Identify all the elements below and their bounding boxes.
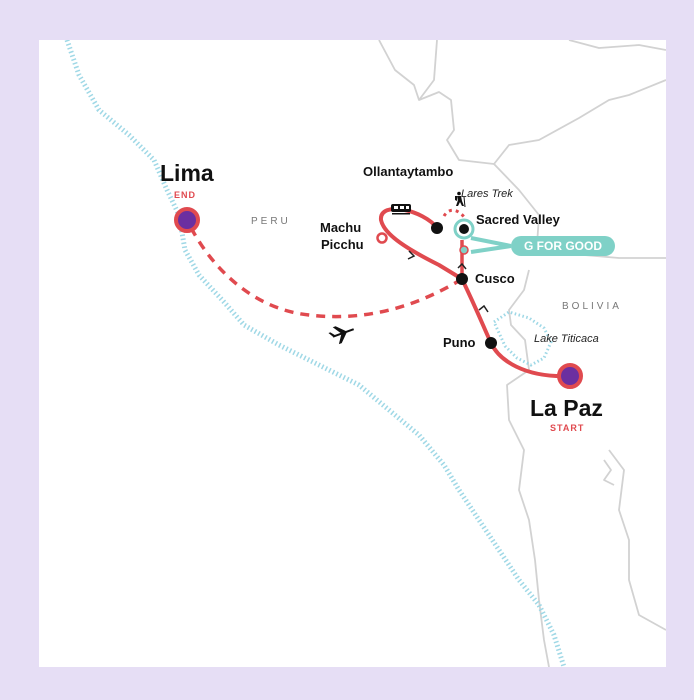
flight-route <box>185 219 463 319</box>
ollantaytambo-marker <box>431 222 443 234</box>
cusco-label: Cusco <box>475 271 515 286</box>
ollantaytambo-label: Ollantaytambo <box>363 164 454 179</box>
direction-arrow <box>457 262 467 270</box>
puno-label: Puno <box>443 335 476 350</box>
la-paz-marker <box>557 363 583 389</box>
lake-titicaca-label: Lake Titicaca <box>534 333 599 345</box>
coastline <box>64 40 567 667</box>
airplane-icon <box>328 326 355 345</box>
sacred-valley-label: Sacred Valley <box>476 212 560 227</box>
la-paz-start-tag: START <box>550 423 585 433</box>
la-paz-label: La Paz <box>530 395 603 421</box>
peru-label: PERU <box>251 216 291 227</box>
map-frame: Lima END La Paz START Cusco Puno Machu P… <box>39 40 666 667</box>
border-line <box>603 459 615 486</box>
hiker-icon <box>455 191 466 208</box>
border-line <box>506 269 550 667</box>
machu-picchu-label-line2: Picchu <box>321 237 364 252</box>
g-for-good-badge: G FOR GOOD <box>511 236 615 256</box>
direction-arrow <box>407 250 416 260</box>
bolivia-label: BOLIVIA <box>562 301 622 312</box>
border-line <box>608 449 666 631</box>
border-line <box>418 40 438 101</box>
lake-titicaca-shape <box>492 310 553 367</box>
g-for-good-connector <box>470 236 512 254</box>
lares-trek-label: Lares Trek <box>461 188 513 200</box>
sacred-valley-dot <box>459 224 469 234</box>
lima-end-tag: END <box>174 190 197 200</box>
direction-arrow <box>478 304 489 313</box>
machu-picchu-marker <box>376 232 388 244</box>
puno-marker <box>485 337 497 349</box>
land-route <box>379 206 572 379</box>
train-icon <box>391 204 411 215</box>
border-line <box>378 40 666 165</box>
machu-picchu-label-line1: Machu <box>320 220 362 235</box>
border-line <box>568 40 666 51</box>
lima-marker <box>174 207 200 233</box>
g-for-good-dot <box>459 245 469 255</box>
lima-label: Lima <box>160 160 214 186</box>
map-graphic <box>64 40 666 667</box>
cusco-marker <box>456 273 468 285</box>
trek-route <box>442 208 467 219</box>
